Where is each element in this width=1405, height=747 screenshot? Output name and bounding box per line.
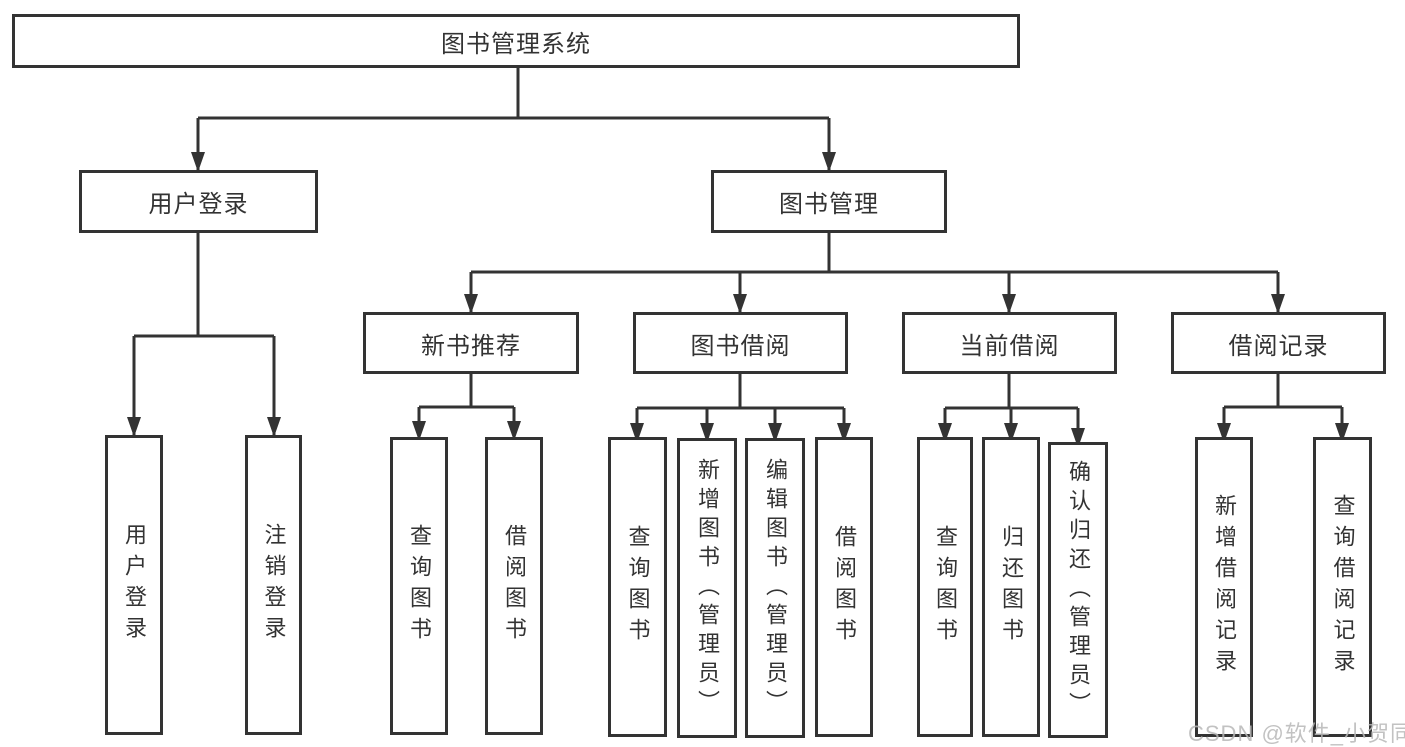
- leaf-user-login: 用户登录: [105, 435, 163, 735]
- node-current-borrow: 当前借阅: [902, 312, 1117, 374]
- node-user-login: 用户登录: [79, 170, 318, 233]
- leaf-query-book-borrow: 查询图书: [608, 437, 667, 737]
- arrowhead-icon: [127, 417, 141, 437]
- leaf-query-borrow-record: 查询借阅记录: [1313, 437, 1372, 737]
- leaf-query-book-current: 查询图书: [917, 437, 973, 737]
- leaf-add-borrow-record: 新增借阅记录: [1195, 437, 1253, 737]
- leaf-return-book: 归还图书: [982, 437, 1040, 737]
- leaf-confirm-return-admin: 确认归还（管理员）: [1048, 442, 1108, 738]
- leaf-logout-login: 注销登录: [245, 435, 302, 735]
- leaf-add-book-admin: 新增图书（管理员）: [677, 438, 737, 738]
- connector-user-login-children: [127, 233, 281, 437]
- connector-book-borrow-children: [630, 374, 851, 443]
- arrowhead-icon: [1002, 294, 1016, 314]
- leaf-edit-book-admin: 编辑图书（管理员）: [745, 438, 805, 738]
- node-root-system: 图书管理系统: [12, 14, 1020, 68]
- arrowhead-icon: [191, 152, 205, 172]
- leaf-borrow-book: 借阅图书: [815, 437, 873, 737]
- node-book-borrow: 图书借阅: [633, 312, 848, 374]
- connector-root-to-level2: [191, 68, 836, 172]
- arrowhead-icon: [1271, 294, 1285, 314]
- leaf-query-book-recommend: 查询图书: [390, 437, 448, 735]
- csdn-watermark: CSDN @软件_小贺同学: [1188, 721, 1405, 746]
- arrowhead-icon: [822, 152, 836, 172]
- arrowhead-icon: [733, 294, 747, 314]
- node-new-book-recommend: 新书推荐: [363, 312, 579, 374]
- arrowhead-icon: [267, 417, 281, 437]
- node-book-management: 图书管理: [711, 170, 947, 233]
- node-borrow-record: 借阅记录: [1171, 312, 1386, 374]
- connector-new-book-children: [412, 374, 521, 441]
- leaf-borrow-book-recommend: 借阅图书: [485, 437, 543, 735]
- arrowhead-icon: [464, 294, 478, 314]
- connector-borrow-record-children: [1217, 374, 1349, 443]
- connector-book-management-children: [464, 233, 1285, 314]
